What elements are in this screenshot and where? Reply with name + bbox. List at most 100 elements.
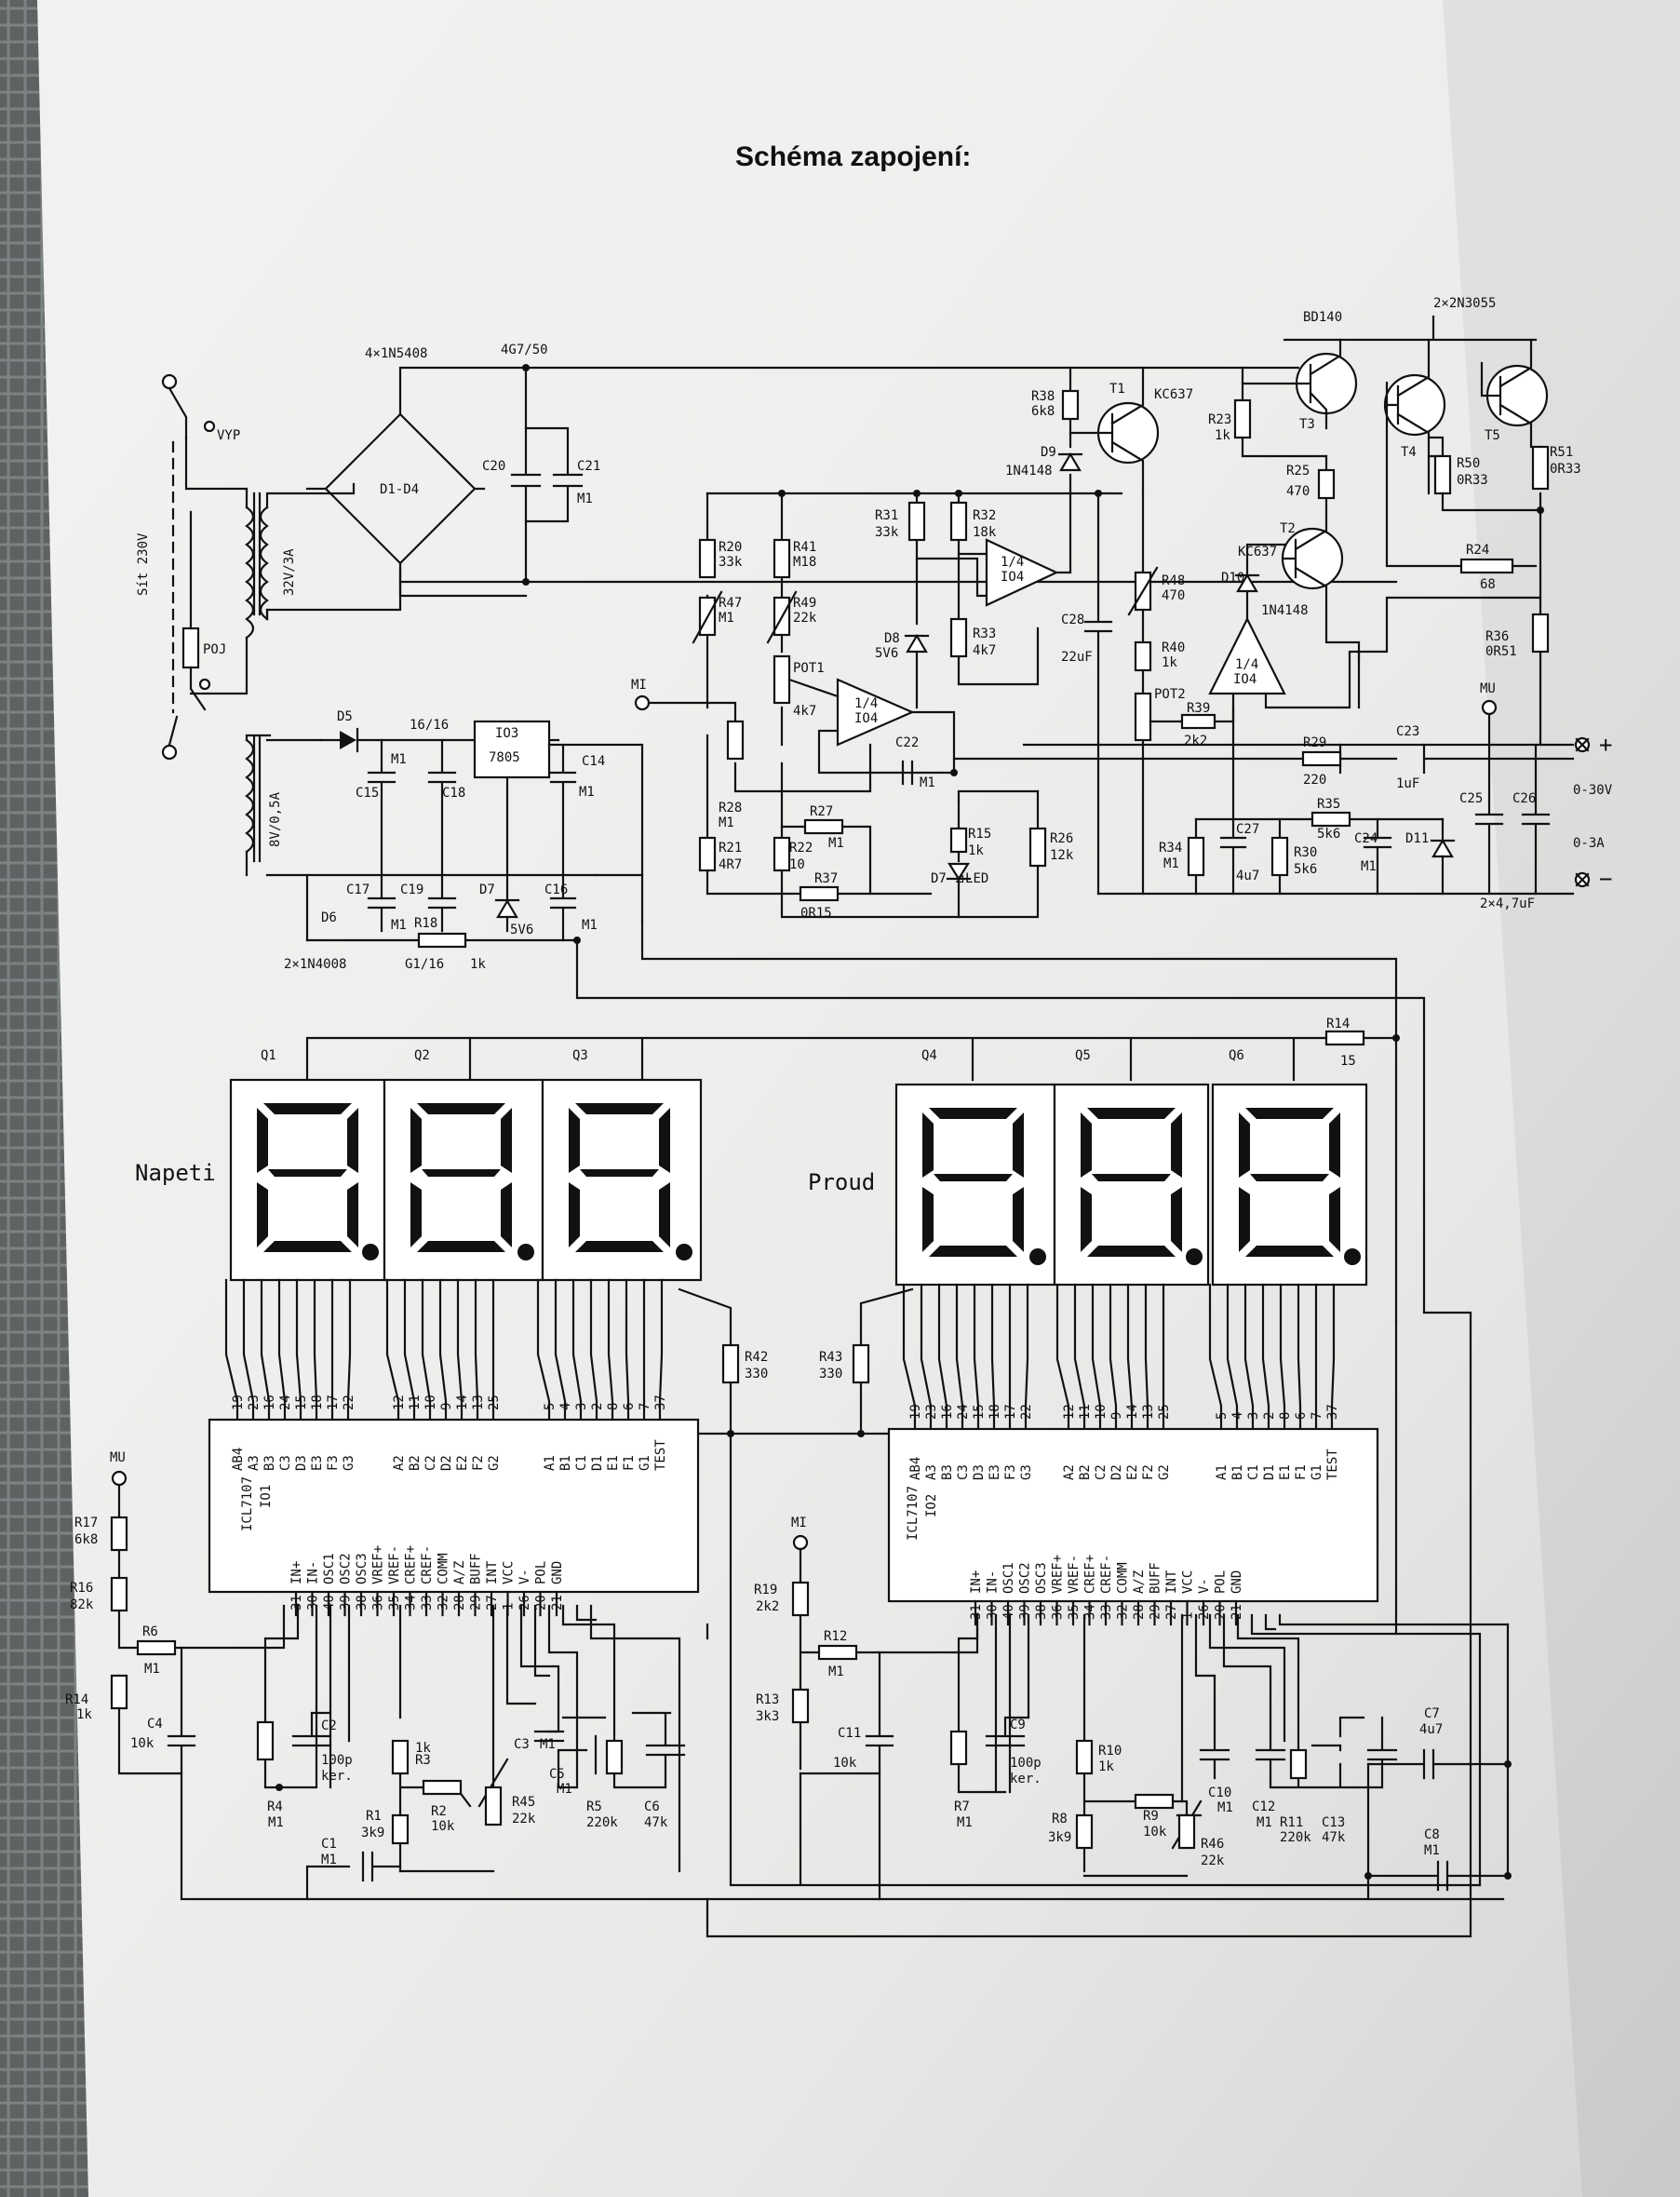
label-m1-r4: M1 (268, 1815, 284, 1830)
ic-pin-name: G3 (342, 1455, 356, 1471)
digit-pin-wire (571, 1278, 583, 1422)
label-q3: Q3 (572, 1048, 588, 1063)
label-maincap: 4G7/50 (501, 343, 548, 357)
label-r26: R26 (1050, 831, 1073, 846)
label-r17-val: 6k8 (74, 1532, 98, 1547)
ic-pin-number: 23 (247, 1395, 262, 1410)
ic-pin-number: 8 (606, 1403, 621, 1410)
label-t5: T5 (1485, 428, 1500, 443)
label-t4: T4 (1401, 445, 1417, 460)
ic-pin-name: GND (1230, 1570, 1244, 1594)
label-r11: R11 (1280, 1815, 1303, 1830)
ic-pin-name: CREF+ (1083, 1555, 1098, 1594)
ic-pin-name: INT (485, 1560, 500, 1584)
ic-pin-name: V- (517, 1569, 532, 1584)
label-c23-val: 1uF (1396, 776, 1419, 791)
label-c22: C22 (895, 735, 919, 750)
label-m1-r27: M1 (828, 836, 844, 851)
label-c4-val: 10k (130, 1736, 155, 1751)
ic-pin-name: VREF+ (1051, 1555, 1066, 1594)
label-r25: R25 (1286, 464, 1310, 478)
label-r1-val: 3k9 (361, 1826, 384, 1840)
ic-pin-name: A1 (1215, 1464, 1230, 1480)
ic-pin-number: 13 (1141, 1404, 1156, 1420)
digit-pin-wire (625, 1278, 630, 1422)
label-c8: C8 (1424, 1827, 1440, 1842)
ic-pin-name: C3 (278, 1455, 293, 1471)
label-pot1-val: 4k7 (793, 704, 816, 719)
ic-pin-name: POL (1214, 1570, 1229, 1594)
ic-pin-number: 14 (1125, 1404, 1140, 1420)
label-m1-c16: M1 (582, 918, 598, 933)
ic-pin-number: 5 (1215, 1412, 1230, 1420)
digit-wires-right (902, 1283, 1336, 1431)
label-opamp2: 1/4 (1001, 555, 1024, 570)
label-c15: C15 (356, 786, 379, 801)
ic-pin-name: A/Z (452, 1561, 467, 1584)
label-switch: VYP (217, 428, 240, 443)
label-r1: R1 (366, 1809, 382, 1824)
digit-pin-wire (438, 1278, 448, 1422)
label-c5: C5 (549, 1767, 565, 1782)
label-r41-val: M18 (793, 555, 816, 570)
shadow-band (1443, 0, 1680, 2197)
ic-pin-name: VCC (1181, 1570, 1196, 1594)
label-r32-val: 18k (973, 525, 997, 540)
label-r22: R22 (789, 841, 813, 856)
label-c27: C27 (1236, 822, 1259, 837)
ic-pin-number: 10 (423, 1395, 438, 1410)
digit-pin-wire (1279, 1283, 1286, 1431)
ic-pin-name: E2 (1125, 1464, 1140, 1480)
ic-pin-number: 13 (471, 1395, 486, 1410)
digit-pin-wire (456, 1278, 464, 1422)
label-r35-val: 5k6 (1317, 827, 1340, 842)
label-r36-val: 0R51 (1485, 644, 1517, 659)
label-r43: R43 (819, 1350, 842, 1365)
label-m1-c1: M1 (321, 1853, 337, 1867)
ic-pin-number: 17 (1003, 1404, 1018, 1420)
label-plus: + (1599, 732, 1612, 758)
ic-pin-name: F1 (622, 1455, 637, 1471)
label-r50: R50 (1457, 456, 1480, 471)
digit-pin-wire (1091, 1283, 1102, 1431)
ic-pin-name: G2 (487, 1455, 502, 1471)
label-r32: R32 (973, 508, 996, 523)
digit-pin-wire (1055, 1283, 1070, 1431)
label-r31-val: 33k (875, 525, 899, 540)
digit-q3 (541, 1078, 703, 1282)
label-r30-val: 5k6 (1294, 862, 1317, 877)
ic-pin-name: E3 (310, 1455, 325, 1471)
ic-pin-number: 12 (392, 1395, 407, 1410)
ic-pin-name: OSC2 (339, 1553, 354, 1584)
ic-pin-name: POL (534, 1561, 549, 1584)
label-r29: R29 (1303, 735, 1326, 750)
label-m1-c5: M1 (557, 1782, 572, 1797)
label-r12: R12 (824, 1629, 847, 1644)
ic-pin-number: 7 (638, 1403, 652, 1410)
label-r35: R35 (1317, 797, 1340, 812)
ic-pin-name: D3 (294, 1455, 309, 1471)
label-m1-c15: M1 (391, 752, 407, 767)
label-napeti: Napeti (135, 1160, 216, 1186)
ic-pin-name: D2 (439, 1455, 454, 1471)
label-r45-val: 22k (512, 1812, 536, 1826)
ic-pin-name: TEST (1325, 1449, 1340, 1480)
label-io2: IO2 (924, 1494, 939, 1517)
ic-pin-name: C2 (423, 1455, 438, 1471)
ic-pin-name: D1 (590, 1455, 605, 1471)
ic-pin-name: D2 (1109, 1464, 1124, 1480)
ic-pin-name: IN- (986, 1570, 1001, 1594)
label-r42: R42 (745, 1350, 768, 1365)
ic-pin-name: OSC3 (355, 1553, 370, 1584)
label-proud: Proud (808, 1169, 875, 1195)
ic-pin-name: C3 (956, 1464, 971, 1480)
label-r31: R31 (875, 508, 898, 523)
label-m1-r28: M1 (719, 815, 734, 830)
ic-pin-name: TEST (653, 1439, 668, 1471)
label-r51-val: 0R33 (1550, 462, 1581, 477)
label-bd140: BD140 (1303, 310, 1342, 325)
digit-pin-wire (242, 1278, 255, 1422)
ic-pin-name: G3 (1019, 1464, 1034, 1480)
label-mi-bottom: MI (791, 1516, 807, 1530)
label-m1-c14: M1 (579, 785, 595, 800)
